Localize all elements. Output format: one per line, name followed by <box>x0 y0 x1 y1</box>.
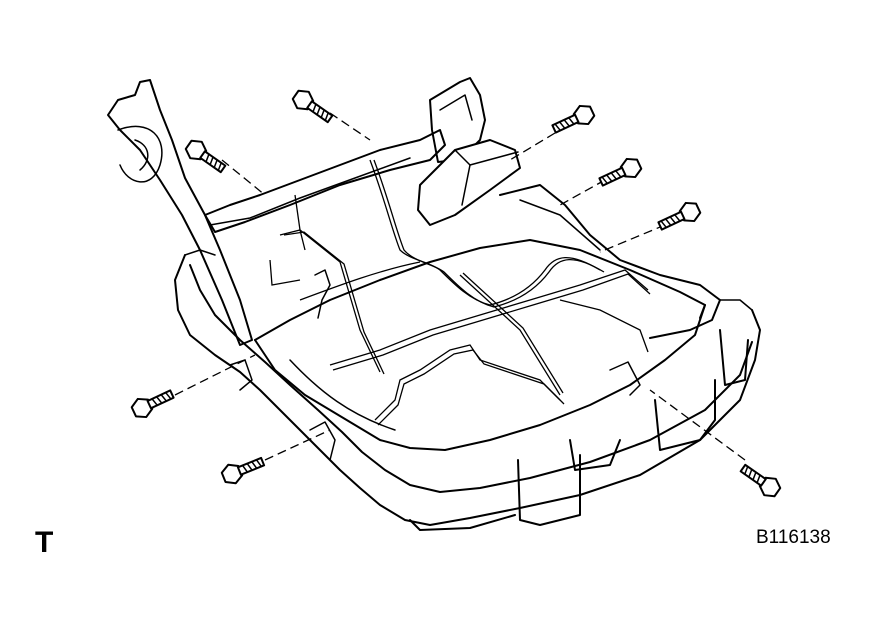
bolt-icon <box>220 456 266 485</box>
mounting-brackets <box>229 269 641 461</box>
cushion-frame-outer <box>174 249 761 526</box>
bolt-icon <box>739 463 782 498</box>
bolt-icon <box>291 89 334 124</box>
bolt-icon <box>598 157 643 187</box>
seat-spring-wires <box>269 159 651 426</box>
seat-back-frame-right <box>429 77 486 163</box>
bolt-alignment-lines <box>174 112 746 461</box>
cushion-pan-inner <box>254 239 706 451</box>
rear-cross-member <box>204 129 446 233</box>
seat-back-frame-left <box>107 79 253 346</box>
right-side-panel <box>499 184 721 339</box>
bolt-icon <box>130 389 175 419</box>
corner-letter: T <box>35 526 54 559</box>
side-bolster-block <box>417 139 521 226</box>
bolt-icon <box>657 201 702 231</box>
figure-code: B116138 <box>756 527 831 548</box>
bolt-icon <box>551 104 596 134</box>
bolt-icon <box>184 139 227 174</box>
bolts <box>130 89 782 498</box>
frame-legs <box>409 329 749 531</box>
